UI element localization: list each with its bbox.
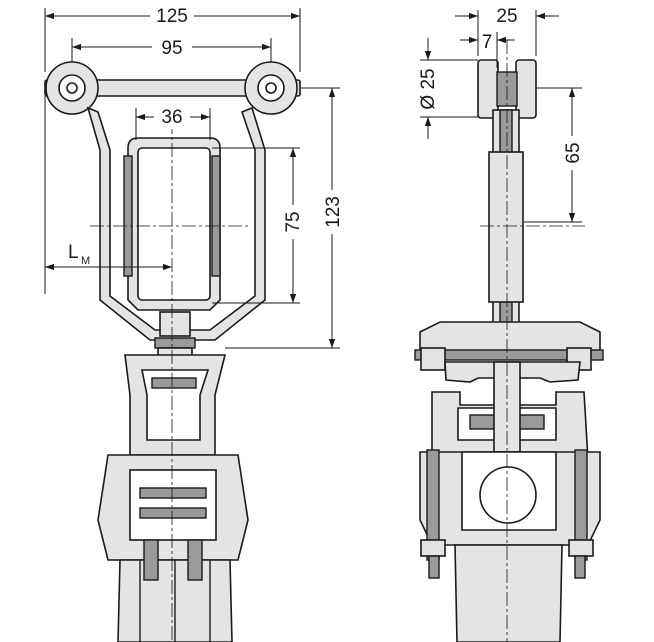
side-nut-left: [420, 347, 446, 371]
dimension-95: 95: [161, 38, 182, 59]
front-clamp-slot: [129, 469, 217, 541]
front-stud-right: [187, 539, 203, 581]
front-carrier-bar: [151, 377, 197, 389]
side-conductor: [479, 466, 537, 524]
side-stud-left: [428, 555, 440, 579]
front-clamp-bar-2: [139, 507, 207, 519]
left-roller-pin: [66, 82, 78, 94]
side-view: [414, 40, 604, 642]
front-clamp-bar: [139, 487, 207, 499]
right-roller-pin: [265, 82, 277, 94]
dimension-36: 36: [161, 107, 182, 128]
front-dimensions: 125 95 36 75 123 L M: [44, 4, 346, 349]
side-bolt-nut-right: [568, 539, 594, 557]
side-dimensions: 25 7 Ø 25 65: [418, 6, 586, 223]
side-arm-sleeve: [488, 151, 524, 303]
dimension-123: 123: [323, 196, 344, 228]
dimension-7: 7: [482, 32, 493, 53]
clamp-opening: [137, 147, 211, 301]
dimension-diameter-25: Ø 25: [418, 68, 439, 109]
dimension-75: 75: [283, 211, 304, 232]
side-bolt-nut-left: [420, 539, 446, 557]
jaw-right-rib: [211, 155, 221, 277]
dimension-25-width: 25: [496, 6, 517, 27]
dimension-65: 65: [563, 142, 584, 163]
hanger-frame: [86, 106, 266, 341]
front-view: [44, 61, 301, 642]
dimension-lm: L: [68, 242, 79, 263]
front-bolt-nut: [159, 311, 191, 337]
side-inner-tube: [493, 361, 521, 453]
side-saddle-base: [414, 349, 604, 361]
side-stud-right: [574, 555, 586, 579]
front-stud-left: [143, 539, 159, 581]
dimension-125: 125: [156, 6, 188, 27]
dimension-lm-subscript: M: [81, 255, 90, 267]
jaw-left-rib: [123, 155, 133, 277]
front-washer: [154, 337, 196, 349]
side-skirt: [454, 544, 563, 642]
